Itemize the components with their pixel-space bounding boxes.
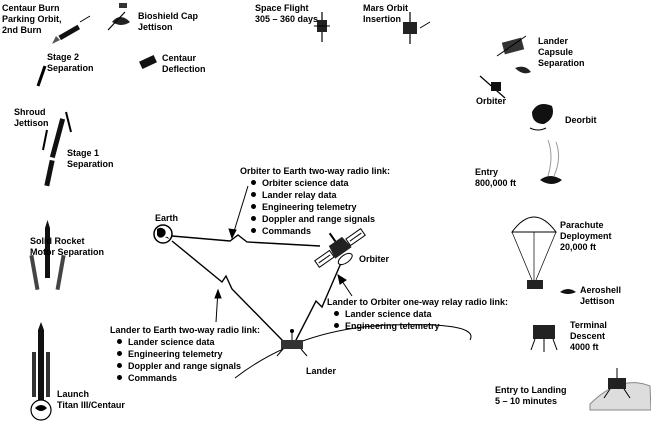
list-item: Commands <box>248 225 398 237</box>
titan-launch-icon <box>30 322 52 421</box>
stage1-separation-icon <box>44 159 55 187</box>
list-item: Doppler and range signals <box>248 213 398 225</box>
shroud-jettison-icon <box>42 111 72 159</box>
parachute-icon <box>511 216 557 289</box>
orbiter-center-label: Orbiter <box>359 254 390 264</box>
mars-orbit-insertion-label: Mars Orbit Insertion <box>363 3 409 24</box>
lander-earth-link-title: Lander to Earth two-way radio link: <box>110 325 261 335</box>
orbiter-top-icon <box>479 75 506 99</box>
landed-lander-icon <box>589 368 651 411</box>
list-item: Orbiter science data <box>248 177 398 189</box>
lander-orbiter-link-list: Lander science data Engineering telemetr… <box>331 308 512 332</box>
lander-center-icon <box>276 329 308 357</box>
stage2-separation-label: Stage 2 Separation <box>47 52 94 73</box>
centaur-deflection-label: Centaur Deflection <box>162 53 206 74</box>
orbiter-top-label: Orbiter <box>476 96 507 106</box>
bioshield-jettison-label: Bioshield Cap Jettison <box>138 11 199 32</box>
lander-capsule-separation-label: Lander Capsule Separation <box>538 36 585 68</box>
deorbit-label: Deorbit <box>565 115 597 125</box>
lander-earth-link-callout: Lander to Earth two-way radio link: Land… <box>110 324 260 384</box>
entry-icon <box>540 139 562 184</box>
earth-lander-radio-link <box>171 240 284 342</box>
space-flight-label: Space Flight 305 – 360 days <box>255 3 319 24</box>
lander-center-label: Lander <box>306 366 337 376</box>
entry-label: Entry 800,000 ft <box>475 167 517 188</box>
entry-to-landing-label: Entry to Landing 5 – 10 minutes <box>495 385 567 406</box>
terminal-descent-icon <box>530 325 558 352</box>
lander-orbiter-link-title: Lander to Orbiter one-way relay radio li… <box>327 297 509 307</box>
terminal-descent-label: Terminal Descent 4000 ft <box>570 320 607 352</box>
lander-orbiter-radio-link <box>294 262 342 343</box>
srm-separation-icon <box>29 220 66 291</box>
orbiter-earth-link-title: Orbiter to Earth two-way radio link: <box>240 166 391 176</box>
list-item: Lander science data <box>331 308 512 320</box>
mars-surface-arc <box>234 324 472 379</box>
lander-orbiter-link-callout: Lander to Orbiter one-way relay radio li… <box>327 296 508 332</box>
orbiter-center-icon <box>314 227 366 269</box>
orbiter-earth-link-list: Orbiter science data Lander relay data E… <box>248 177 398 237</box>
parachute-deployment-label: Parachute Deployment 20,000 ft <box>560 220 612 252</box>
centaur-deflection-icon <box>139 54 157 70</box>
bioshield-jettison-icon <box>107 3 130 31</box>
earth-icon <box>153 224 173 244</box>
lander-capsule-separation-icon <box>496 35 531 74</box>
space-flight-icon <box>314 12 330 42</box>
shroud-jettison-label: Shroud Jettison <box>14 107 49 128</box>
list-item: Lander relay data <box>248 189 398 201</box>
centaur-burn-label: Centaur Burn Parking Orbit, 2nd Burn <box>2 3 62 35</box>
aeroshell-jettison-icon <box>560 289 576 294</box>
list-item: Engineering telemetry <box>331 320 512 332</box>
list-item: Engineering telemetry <box>248 201 398 213</box>
centaur-burn-icon <box>52 15 91 44</box>
callout-arrows <box>214 185 353 323</box>
earth-orbiter-radio-link <box>171 234 321 247</box>
list-item: Commands <box>114 372 264 384</box>
lander-earth-link-list: Lander science data Engineering telemetr… <box>114 336 264 384</box>
deorbit-icon <box>529 104 553 131</box>
list-item: Engineering telemetry <box>114 348 264 360</box>
orbiter-earth-link-callout: Orbiter to Earth two-way radio link: Orb… <box>240 165 390 237</box>
solid-rocket-separation-label: Solid Rocket Motor Separation <box>30 236 105 257</box>
earth-label: Earth <box>155 213 179 223</box>
stage2-separation-icon <box>36 65 47 87</box>
aeroshell-jettison-label: Aeroshell Jettison <box>580 285 622 306</box>
launch-label: Launch Titan III/Centaur <box>57 389 125 410</box>
list-item: Lander science data <box>114 336 264 348</box>
list-item: Doppler and range signals <box>114 360 264 372</box>
mars-orbit-insertion-icon <box>403 12 431 44</box>
stage1-separation-label: Stage 1 Separation <box>67 148 114 169</box>
